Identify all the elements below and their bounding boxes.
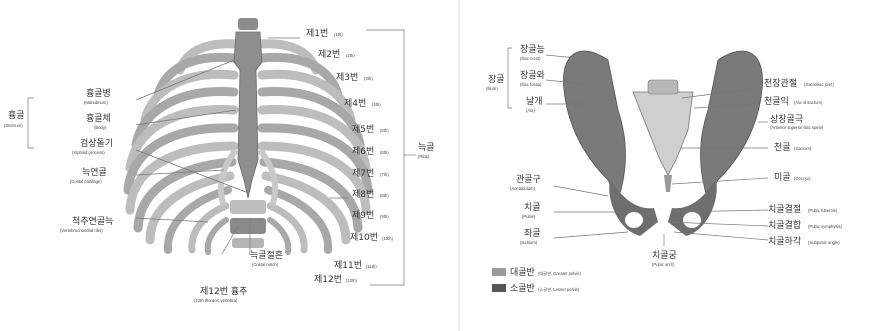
rib-7-en: (7th) <box>380 172 389 177</box>
xiphoid-en: (Xiphoid process) <box>72 150 105 155</box>
ala-sacrum-en: (Ala of sacrum) <box>794 100 823 105</box>
rib-cage-diagram: 흉골 (Sternum) 흉골병 (Manubrium) 흉골체 (Body) … <box>0 0 452 331</box>
rib-5-en: (5th) <box>380 128 389 133</box>
sternum-body-label: 흉골체 <box>86 112 111 124</box>
subpubic-angle-en: (Subpubic angle) <box>808 240 840 245</box>
sternum-group-label: 흉골 <box>8 109 25 121</box>
rib-cage-panel: 흉골 (Sternum) 흉골병 (Manubrium) 흉골체 (Body) … <box>0 0 452 331</box>
coccyx-label: 미골 <box>774 172 791 183</box>
ilium-group-label: 장골 <box>488 74 505 85</box>
obturator-left <box>625 212 643 228</box>
rib-1-label: 제1번 <box>306 28 328 39</box>
asis-en: (Anterior superior iliac spine) <box>770 125 824 130</box>
costal-cartilage-en: (Costal cartilage) <box>70 179 102 184</box>
acetabulum-label: 관골구 <box>516 174 541 185</box>
ilium-left <box>563 51 625 200</box>
ribs-group-label: 늑골 <box>418 142 435 153</box>
rib-10-label: 제10번 <box>350 232 378 243</box>
rib-5-label: 제5번 <box>352 124 374 135</box>
panel-divider <box>458 0 460 331</box>
ischium-label: 좌골 <box>524 228 541 239</box>
subpubic-angle-label: 치골하각 <box>768 235 801 247</box>
pubic-tubercle-en: (Pubic tubercle) <box>808 208 838 213</box>
vertebra-12-label: 제12번 흉추 <box>200 285 247 297</box>
lumbar-vertebra <box>648 80 678 94</box>
iliac-fossa-en: (Iliac fossa) <box>520 82 542 87</box>
manubrium-en: (Manubrium) <box>84 100 108 105</box>
coccyx <box>664 175 672 192</box>
pubic-arch-label: 치골궁 <box>652 249 677 261</box>
ilium-right <box>701 51 763 200</box>
acetabulum-en: (Acetabulum) <box>510 186 536 191</box>
pubic-symphysis-label: 치골결합 <box>768 219 801 231</box>
vertebra-11 <box>230 200 266 214</box>
vertebrochondral-label: 척추연골늑 <box>72 216 113 227</box>
legend-lesser-pelvis-label: 소골반 <box>510 283 535 294</box>
legend-greater-pelvis-en: (대골반, Greater pelvis) <box>538 270 581 277</box>
vertebra-top <box>238 18 258 30</box>
rib-8-en: (8th) <box>380 193 389 198</box>
ischium-en: (Ischium) <box>520 240 538 245</box>
rib-2-en: (2th) <box>346 53 355 58</box>
pubis-label: 치골 <box>524 201 541 213</box>
ala-sacrum-label: 천골익 <box>764 95 789 107</box>
legend-swatch-lesser-pelvis <box>492 284 506 292</box>
sternum <box>234 32 262 198</box>
pubic-tubercle-label: 치골결절 <box>768 203 801 215</box>
vertebra-lower <box>232 238 264 248</box>
vertebra-12 <box>230 218 266 234</box>
rib-7-label: 제7번 <box>352 168 374 179</box>
rib-9-label: 제9번 <box>352 210 374 221</box>
manubrium-label: 흉골병 <box>86 87 111 99</box>
legend-swatch-greater-pelvis <box>492 268 506 276</box>
pubic-arch-en: (Pubic arch) <box>652 262 675 267</box>
pelvis-diagram: 장골 (Ilium) 장골능 (Iliac crest) 장골와 (Iliac … <box>468 0 892 331</box>
obturator-right <box>683 212 701 228</box>
sternum-body-en: (Body) <box>94 125 107 130</box>
rib-3-en: (3th) <box>364 76 373 81</box>
iliac-fossa-label: 장골와 <box>520 69 545 81</box>
ala-label: 날개 <box>526 96 543 107</box>
rib-11-en: (11th) <box>366 264 377 269</box>
sacrum <box>633 92 693 175</box>
rib-12-label: 제12번 <box>314 274 342 285</box>
ribs-group-en: (Ribs) <box>418 154 430 159</box>
rib-4-en: (4th) <box>372 102 381 107</box>
rib-3-label: 제3번 <box>336 72 358 83</box>
pelvis-panel: 장골 (Ilium) 장골능 (Iliac crest) 장골와 (Iliac … <box>468 0 892 331</box>
coccyx-en: (Coccyx) <box>794 176 811 181</box>
sacrum-en: (Sacrum) <box>794 146 812 151</box>
rib-6-en: (6th) <box>380 150 389 155</box>
legend-greater-pelvis-label: 대골반 <box>510 267 535 278</box>
rib-8-label: 제8번 <box>352 189 374 200</box>
vertebra-12-en: (12th thoracic vertebra) <box>194 298 238 303</box>
asis-label: 상장골극 <box>770 114 803 125</box>
legend-lesser-pelvis-en: (소골반, Lesser pelvis) <box>538 286 580 292</box>
sternum-group-en: (Sternum) <box>4 123 23 128</box>
iliac-crest-label: 장골능 <box>520 44 545 55</box>
rib-2-label: 제2번 <box>318 49 340 60</box>
rib-6-label: 제6번 <box>352 146 374 157</box>
vertebrochondral-en: (Vertebrochondral ribs) <box>60 228 103 233</box>
rib-9-en: (9th) <box>380 214 389 219</box>
iliac-crest-en: (Iliac crest) <box>520 56 541 61</box>
rib-4-label: 제4번 <box>344 98 366 109</box>
xiphoid-label: 검상돌기 <box>80 137 113 149</box>
sacrum-label: 천골 <box>774 142 791 153</box>
costal-notch-en: (Costal notch) <box>252 262 279 267</box>
costal-notch-label: 늑골절흔 <box>250 249 283 261</box>
pubis-en: (Pubis) <box>522 214 536 219</box>
ala-en: (Ala) <box>526 108 535 113</box>
costal-cartilage-label: 늑연골 <box>82 167 107 178</box>
pubic-symphysis-en: (Pubic symphysis) <box>808 224 843 229</box>
sacroiliac-en: (Sacroiliac joint) <box>804 82 834 87</box>
rib-1-en: (1th) <box>334 32 343 37</box>
legend: 대골반 (대골반, Greater pelvis) 소골반 (소골반, Less… <box>492 267 581 294</box>
rib-11-label: 제11번 <box>334 260 362 271</box>
rib-10-en: (10th) <box>382 236 394 241</box>
rib-12-en: (12th) <box>346 278 358 283</box>
sacroiliac-label: 천장관절 <box>764 77 797 89</box>
ilium-group-en: (Ilium) <box>486 86 498 91</box>
